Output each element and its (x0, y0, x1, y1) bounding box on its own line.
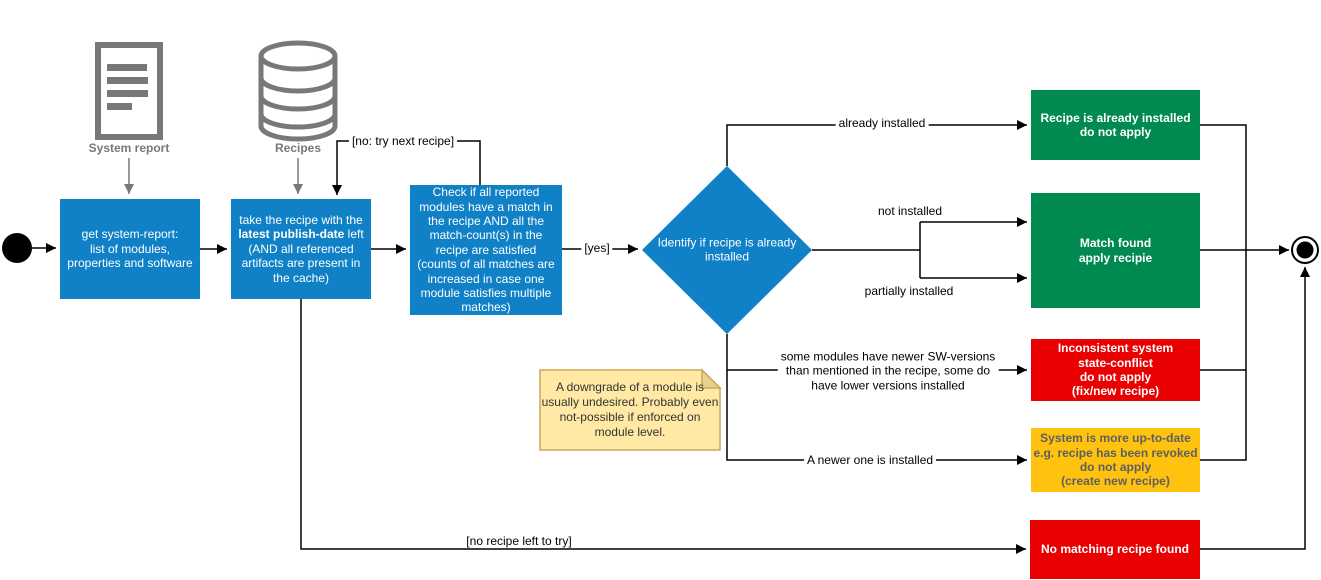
decision-diamond-text: Identify if recipe is already installed (657, 235, 797, 264)
node-no-matching-recipe-text: No matching recipe found (1040, 542, 1189, 557)
edge-label-inconsistent-reason: some modules have newer SW-versions than… (777, 349, 999, 393)
node-inconsistent-system: Inconsistent system state-conflict do no… (1031, 339, 1200, 401)
node-no-matching-recipe: No matching recipe found (1030, 520, 1200, 579)
take-recipe-text-prefix: take the recipe with the (239, 213, 363, 228)
edge-no-recipe-left (300, 299, 1026, 554)
node-take-recipe-text: take the recipe with the latest publish-… (235, 213, 367, 285)
recipes-label: Recipes (274, 141, 322, 155)
node-get-system-report-text: get system-report: list of modules, prop… (67, 227, 193, 271)
node-system-more-up-to-date: System is more up-to-date e.g. recipe ha… (1031, 428, 1200, 492)
note-downgrade-text: A downgrade of a module is usually undes… (541, 380, 719, 439)
decision-diamond-identify-installed (642, 166, 812, 334)
node-recipe-already-installed: Recipe is already installed do not apply (1031, 90, 1200, 160)
edge-label-yes: [yes] (581, 240, 613, 256)
edge-label-no-try-next: [no: try next recipe] (348, 133, 458, 149)
edge-results-bus-to-end (1200, 124, 1247, 461)
node-system-more-up-to-date-text: System is more up-to-date e.g. recipe ha… (1033, 431, 1198, 489)
note-fold-corner (701, 368, 722, 389)
database-icon (258, 40, 338, 142)
edge-label-newer-installed: A newer one is installed (803, 452, 937, 468)
node-check-match: Check if all reported modules have a mat… (410, 185, 562, 315)
node-take-recipe: take the recipe with the latest publish-… (231, 199, 371, 299)
edge-identify-already-installed (726, 120, 1027, 166)
document-icon (95, 42, 163, 140)
end-node (1291, 236, 1319, 264)
edge-label-partially-installed: partially installed (861, 283, 957, 299)
node-recipe-already-installed-text: Recipe is already installed do not apply (1040, 110, 1191, 139)
start-node (2, 233, 32, 263)
note-shape (539, 368, 722, 451)
edge-label-already-installed: already installed (835, 115, 929, 131)
take-recipe-text-bold: latest publish-date (238, 227, 345, 242)
node-check-match-text: Check if all reported modules have a mat… (417, 185, 555, 315)
node-match-found-text: Match found apply recipie (1078, 236, 1153, 265)
node-get-system-report: get system-report: list of modules, prop… (60, 199, 200, 299)
node-inconsistent-system-text: Inconsistent system state-conflict do no… (1057, 341, 1174, 399)
node-match-found: Match found apply recipie (1031, 193, 1200, 308)
edge-label-not-installed: not installed (874, 203, 946, 219)
take-recipe-text-suffix: left (AND all referenced artifacts are p… (241, 227, 364, 285)
edge-no-match-to-end (1200, 267, 1310, 550)
system-report-label: System report (88, 141, 170, 155)
edge-label-no-recipe-left: [no recipe left to try] (463, 533, 575, 549)
